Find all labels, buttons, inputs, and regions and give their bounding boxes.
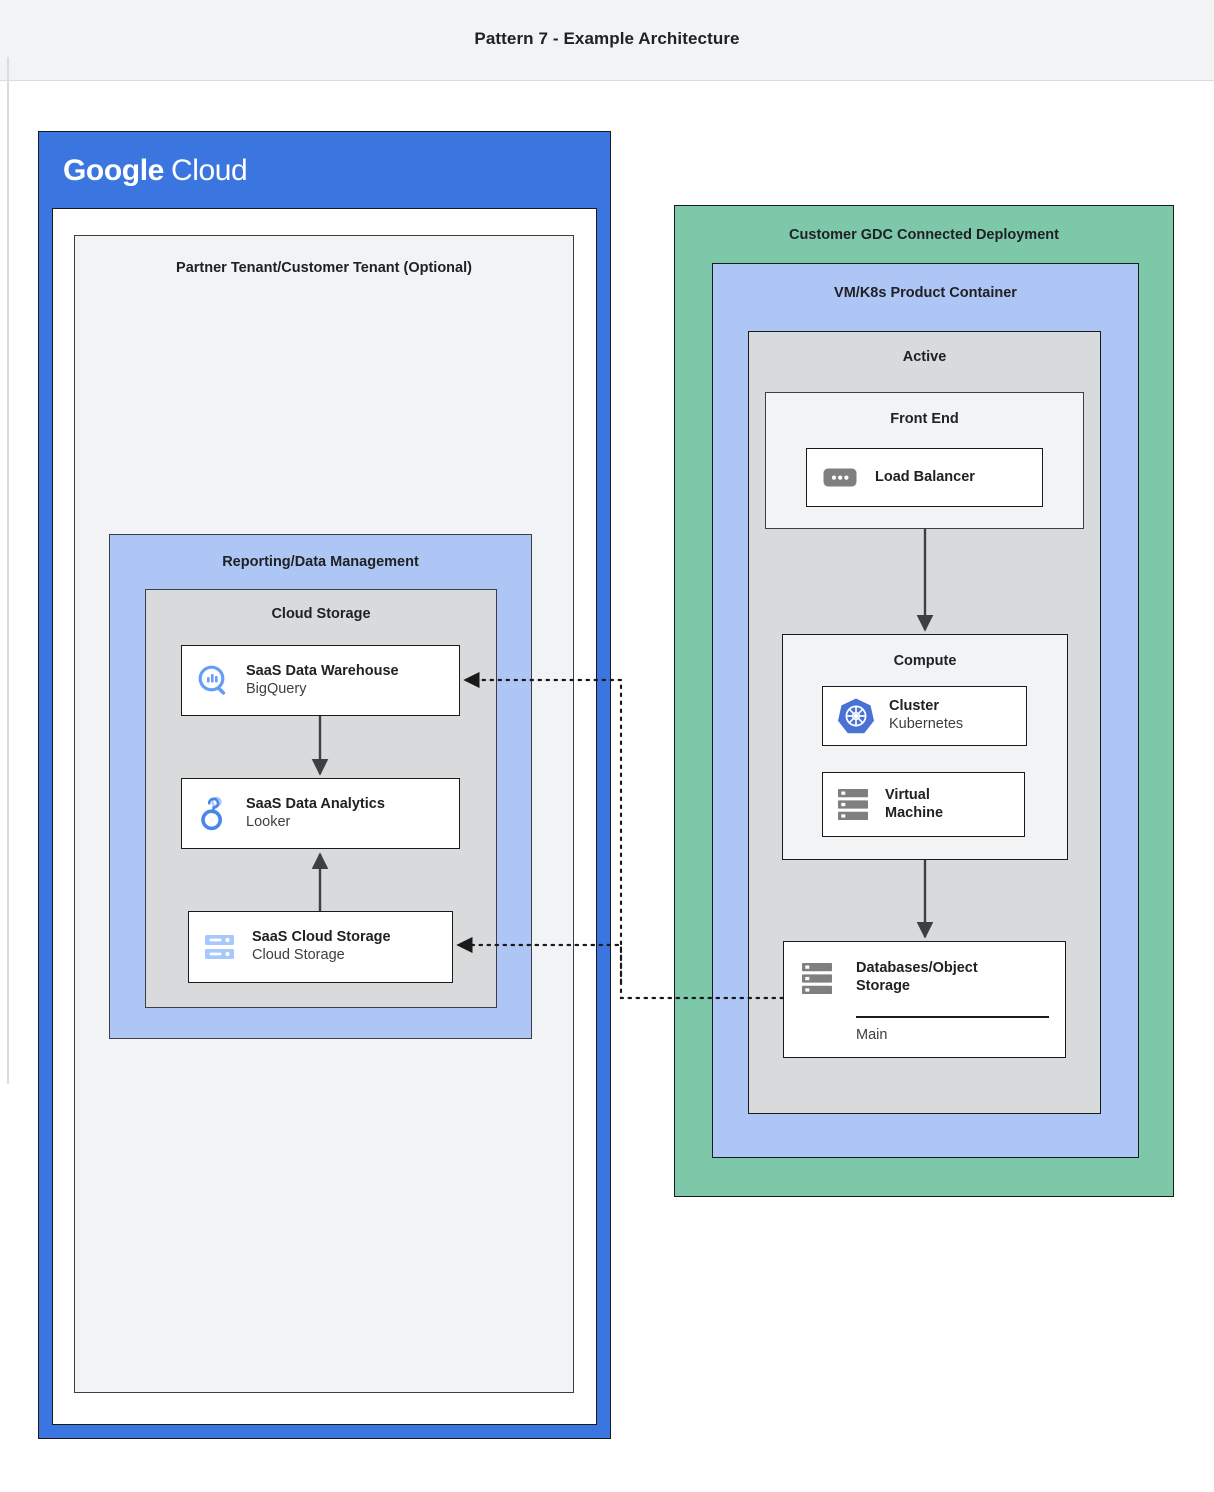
database-title-line2: Storage: [856, 978, 910, 995]
service-product: Cloud Storage: [252, 947, 345, 963]
service-card-cluster[interactable]: Cluster Kubernetes: [822, 686, 1027, 746]
page-title: Pattern 7 - Example Architecture: [474, 29, 740, 48]
service-card-saas-data-analytics[interactable]: SaaS Data Analytics Looker: [181, 778, 460, 849]
customer-gdc-deployment-title: Customer GDC Connected Deployment: [789, 227, 1059, 243]
service-product: BigQuery: [246, 680, 307, 697]
logo-google-text: Google: [63, 154, 164, 187]
service-name: SaaS Data Analytics: [246, 795, 385, 812]
database-instance-label: Main: [856, 1027, 888, 1043]
load-balancer-icon: [823, 468, 857, 487]
virtual-machine-icon: [837, 788, 869, 821]
reporting-data-management-title: Reporting/Data Management: [222, 554, 419, 570]
service-name: SaaS Data Warehouse: [246, 662, 399, 679]
page-header: Pattern 7 - Example Architecture: [0, 0, 1214, 81]
service-name-line2: Machine: [885, 804, 944, 821]
active-zone-title: Active: [902, 349, 947, 365]
front-end-title: Front End: [890, 411, 959, 427]
left-margin-rule: [7, 57, 9, 1084]
service-product: Looker: [246, 813, 291, 830]
service-card-databases-object-storage[interactable]: Databases/Object Storage Main: [783, 941, 1066, 1058]
service-card-saas-cloud-storage[interactable]: SaaS Cloud Storage Cloud Storage: [188, 911, 453, 983]
kubernetes-icon: [837, 697, 875, 735]
service-name: SaaS Cloud Storage: [252, 929, 391, 946]
cloud-storage-icon: [204, 932, 236, 962]
service-product: Kubernetes: [889, 716, 964, 732]
service-card-virtual-machine[interactable]: Virtual Machine: [822, 772, 1025, 837]
service-card-saas-data-warehouse[interactable]: SaaS Data Warehouse BigQuery: [181, 645, 460, 716]
compute-title: Compute: [893, 653, 957, 669]
service-name: Load Balancer: [875, 468, 975, 485]
vm-k8s-product-container-title: VM/K8s Product Container: [834, 285, 1017, 301]
service-name: Cluster: [889, 698, 939, 715]
database-title: Databases/Object Storage: [856, 959, 1051, 995]
partner-tenant-title: Partner Tenant/Customer Tenant (Optional…: [176, 260, 472, 276]
database-storage-icon: [801, 962, 833, 1000]
logo-cloud-text: Cloud: [170, 154, 248, 187]
looker-icon: [196, 795, 232, 833]
database-divider: [856, 1016, 1049, 1018]
service-card-load-balancer[interactable]: Load Balancer: [806, 448, 1043, 507]
service-name-line1: Virtual: [885, 786, 930, 803]
bigquery-icon: [196, 663, 232, 699]
cloud-storage-group-title: Cloud Storage: [271, 606, 371, 622]
database-title-line1: Databases/Object: [856, 960, 978, 976]
